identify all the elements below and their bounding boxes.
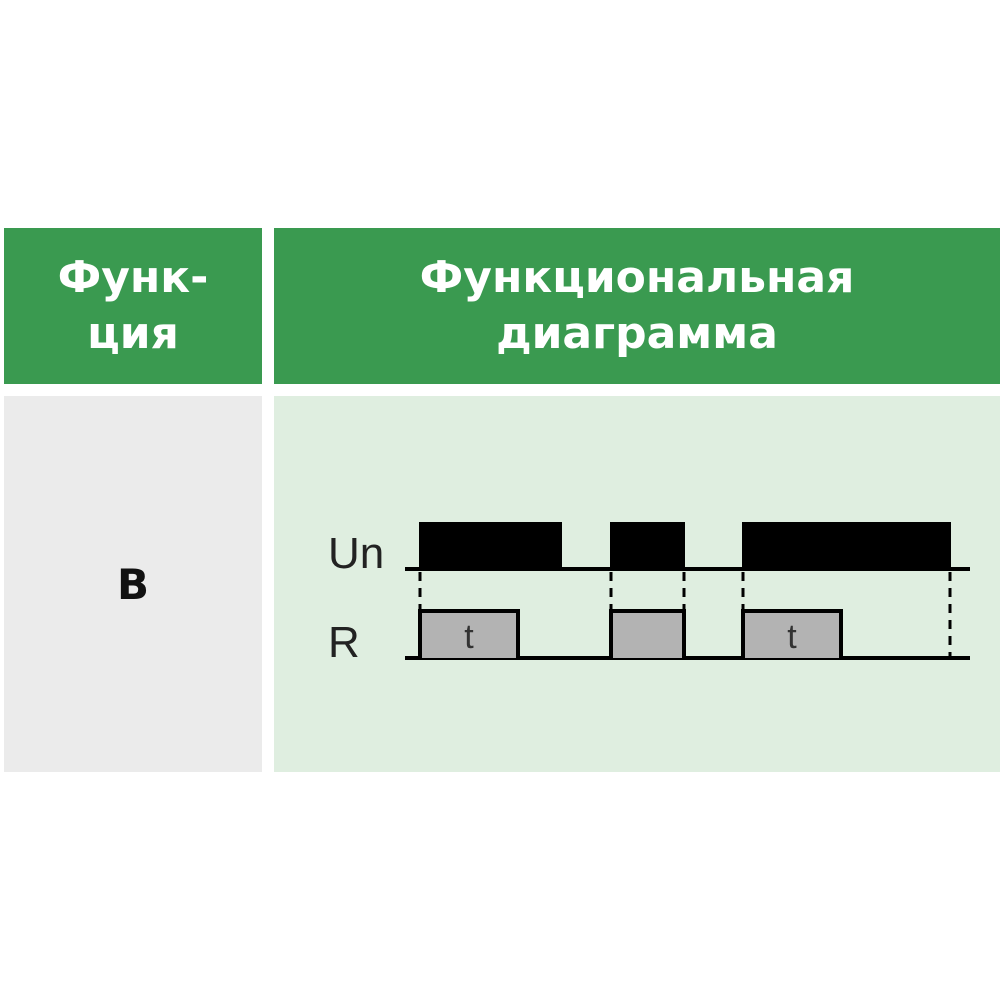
- function-code: B: [116, 559, 149, 609]
- header-diagram-line1: Функциональная: [419, 252, 855, 303]
- header-diagram: Функциональная диаграмма: [274, 228, 1000, 384]
- header-function-line1: Функ-: [57, 252, 209, 303]
- header-function-line2: ция: [87, 308, 179, 359]
- function-cell: B: [4, 396, 262, 772]
- header-diagram-line2: диаграмма: [496, 308, 778, 359]
- diagram-cell: [274, 396, 1000, 772]
- header-function: Функ- ция: [4, 228, 262, 384]
